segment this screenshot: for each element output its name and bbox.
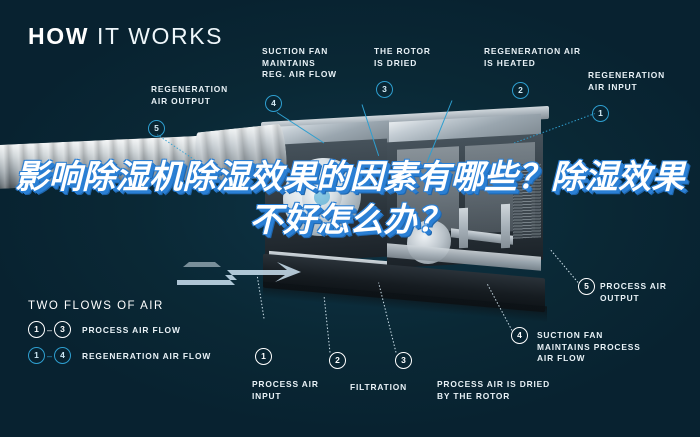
- callout-badge-4-process[interactable]: 4: [511, 327, 528, 344]
- callout-label-process-air-dried: PROCESS AIR IS DRIED BY THE ROTOR: [437, 379, 551, 401]
- headline-overlay: 影响除湿机除湿效果的因素有哪些？除湿效果不好怎么办？: [15, 157, 685, 239]
- title-part-1: HOW: [28, 23, 90, 49]
- legend-row-regeneration-air-flow: 1 – 4 REGENERATION AIR FLOW: [28, 347, 211, 364]
- callout-badge-3-regeneration[interactable]: 3: [376, 81, 393, 98]
- callout-badge-4-regeneration[interactable]: 4: [265, 95, 282, 112]
- legend-badge-from: 1: [28, 321, 45, 338]
- callout-badge-3-process[interactable]: 3: [395, 352, 412, 369]
- legend-label-regeneration-air-flow: REGENERATION AIR FLOW: [82, 350, 212, 361]
- legend-badge-to: 3: [54, 321, 71, 338]
- legend-title: TWO FLOWS OF AIR: [28, 300, 164, 312]
- page-title: HOW IT WORKS: [28, 23, 223, 50]
- legend-badge-from: 1: [28, 347, 45, 364]
- callout-label-regeneration-air-output: REGENERATION AIR OUTPUT: [151, 84, 229, 106]
- legend-label-process-air-flow: PROCESS AIR FLOW: [82, 324, 181, 335]
- callout-label-regeneration-air-input: REGENERATION AIR INPUT: [588, 70, 666, 92]
- callout-label-process-air-input: PROCESS AIR INPUT: [252, 379, 319, 401]
- callout-badge-1-process[interactable]: 1: [255, 348, 272, 365]
- callout-label-rotor-is-dried: THE ROTOR IS DRIED: [374, 46, 431, 68]
- legend-row-process-air-flow: 1 – 3 PROCESS AIR FLOW: [28, 321, 211, 338]
- callout-badge-5-process[interactable]: 5: [578, 278, 595, 295]
- callout-badge-2-process[interactable]: 2: [329, 352, 346, 369]
- callout-label-suction-fan-reg: SUCTION FAN MAINTAINS REG. AIR FLOW: [262, 46, 337, 80]
- legend: TWO FLOWS OF AIR 1 – 3 PROCESS AIR FLOW …: [28, 300, 211, 373]
- callout-label-process-air-output: PROCESS AIR OUTPUT: [600, 281, 667, 303]
- callout-badge-5-regeneration[interactable]: 5: [148, 120, 165, 137]
- callout-label-filtration: FILTRATION: [350, 382, 408, 392]
- callout-badge-1-regeneration[interactable]: 1: [592, 105, 609, 122]
- legend-dash: –: [46, 350, 52, 361]
- airflow-arrow-icon: [177, 262, 301, 285]
- callout-badge-2-regeneration[interactable]: 2: [512, 82, 529, 99]
- callout-label-regeneration-air-heated: REGENERATION AIR IS HEATED: [484, 46, 581, 68]
- callout-label-suction-fan-process: SUCTION FAN MAINTAINS PROCESS AIR FLOW: [537, 330, 641, 364]
- legend-badge-to: 4: [54, 347, 71, 364]
- legend-dash: –: [46, 324, 52, 335]
- title-part-2: IT WORKS: [97, 23, 224, 49]
